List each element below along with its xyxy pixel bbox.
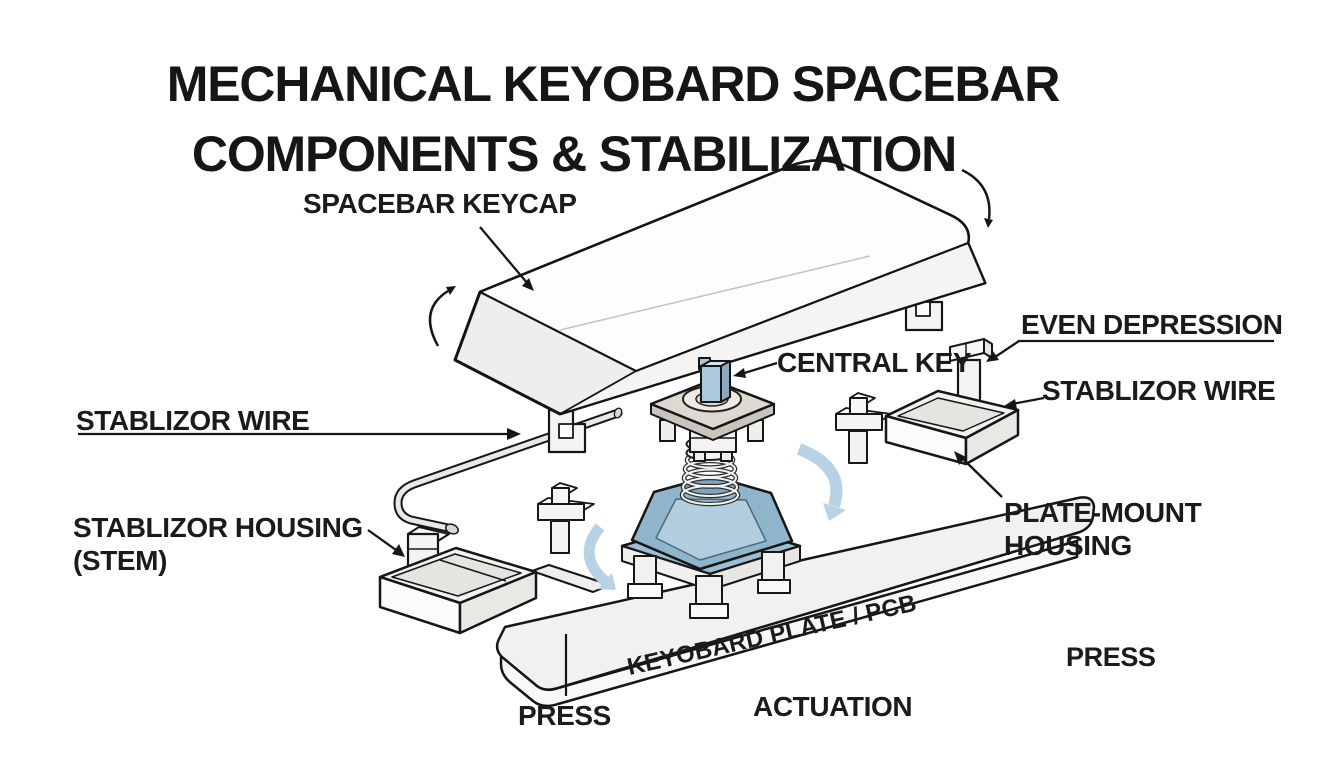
label-plate-mount-line2: HOUSING xyxy=(1004,530,1132,562)
label-actuation: ACTUATION xyxy=(753,691,913,722)
diagram-title-line1: MECHANICAL KEYOBARD SPACEBAR xyxy=(166,56,1061,112)
spacebar-keycap-graphic xyxy=(453,159,987,416)
label-central-key: CENTRAL KEY xyxy=(777,347,972,378)
label-plate-mount-housing: PLATE-MOUNT HOUSING xyxy=(1004,496,1202,562)
right-stabilizer-housing-graphic xyxy=(884,389,1020,466)
keycap-tilt-arrow-right xyxy=(961,168,993,228)
keyboard-plate-graphic xyxy=(495,496,1096,708)
leader-arrows xyxy=(78,226,1274,557)
switch-bottom-housing-graphic xyxy=(620,474,802,619)
label-stablizor-housing-line2: (STEM) xyxy=(73,545,168,577)
central-stem-graphic xyxy=(698,357,731,403)
left-stabilizer-housing-graphic xyxy=(378,526,611,635)
stabilizer-wire-graphic xyxy=(393,407,623,535)
label-even-depression: EVEN DEPRESSION xyxy=(1021,309,1283,340)
label-spacebar-keycap: SPACEBAR KEYCAP xyxy=(303,188,577,219)
press-motion-arrow-right xyxy=(796,443,846,521)
press-motion-arrow-left xyxy=(583,523,616,590)
left-cross-insert-graphic xyxy=(537,482,595,554)
label-press-left: PRESS xyxy=(518,700,611,731)
label-stablizor-housing-line1: STABLIZOR HOUSING xyxy=(73,512,363,543)
right-cross-insert-graphic xyxy=(835,392,893,464)
diagram-title-line2: COMPONENTS & STABILIZATION xyxy=(191,126,957,182)
label-stablizor-housing: STABLIZOR HOUSING (STEM) xyxy=(73,511,363,577)
label-stablizor-wire-right: STABLIZOR WIRE xyxy=(1042,375,1276,406)
keycap-tilt-arrow-left xyxy=(428,286,456,347)
label-plate-mount-line1: PLATE-MOUNT xyxy=(1004,497,1202,528)
label-stablizor-wire-left: STABLIZOR WIRE xyxy=(76,405,310,436)
label-press-right: PRESS xyxy=(1066,642,1156,672)
